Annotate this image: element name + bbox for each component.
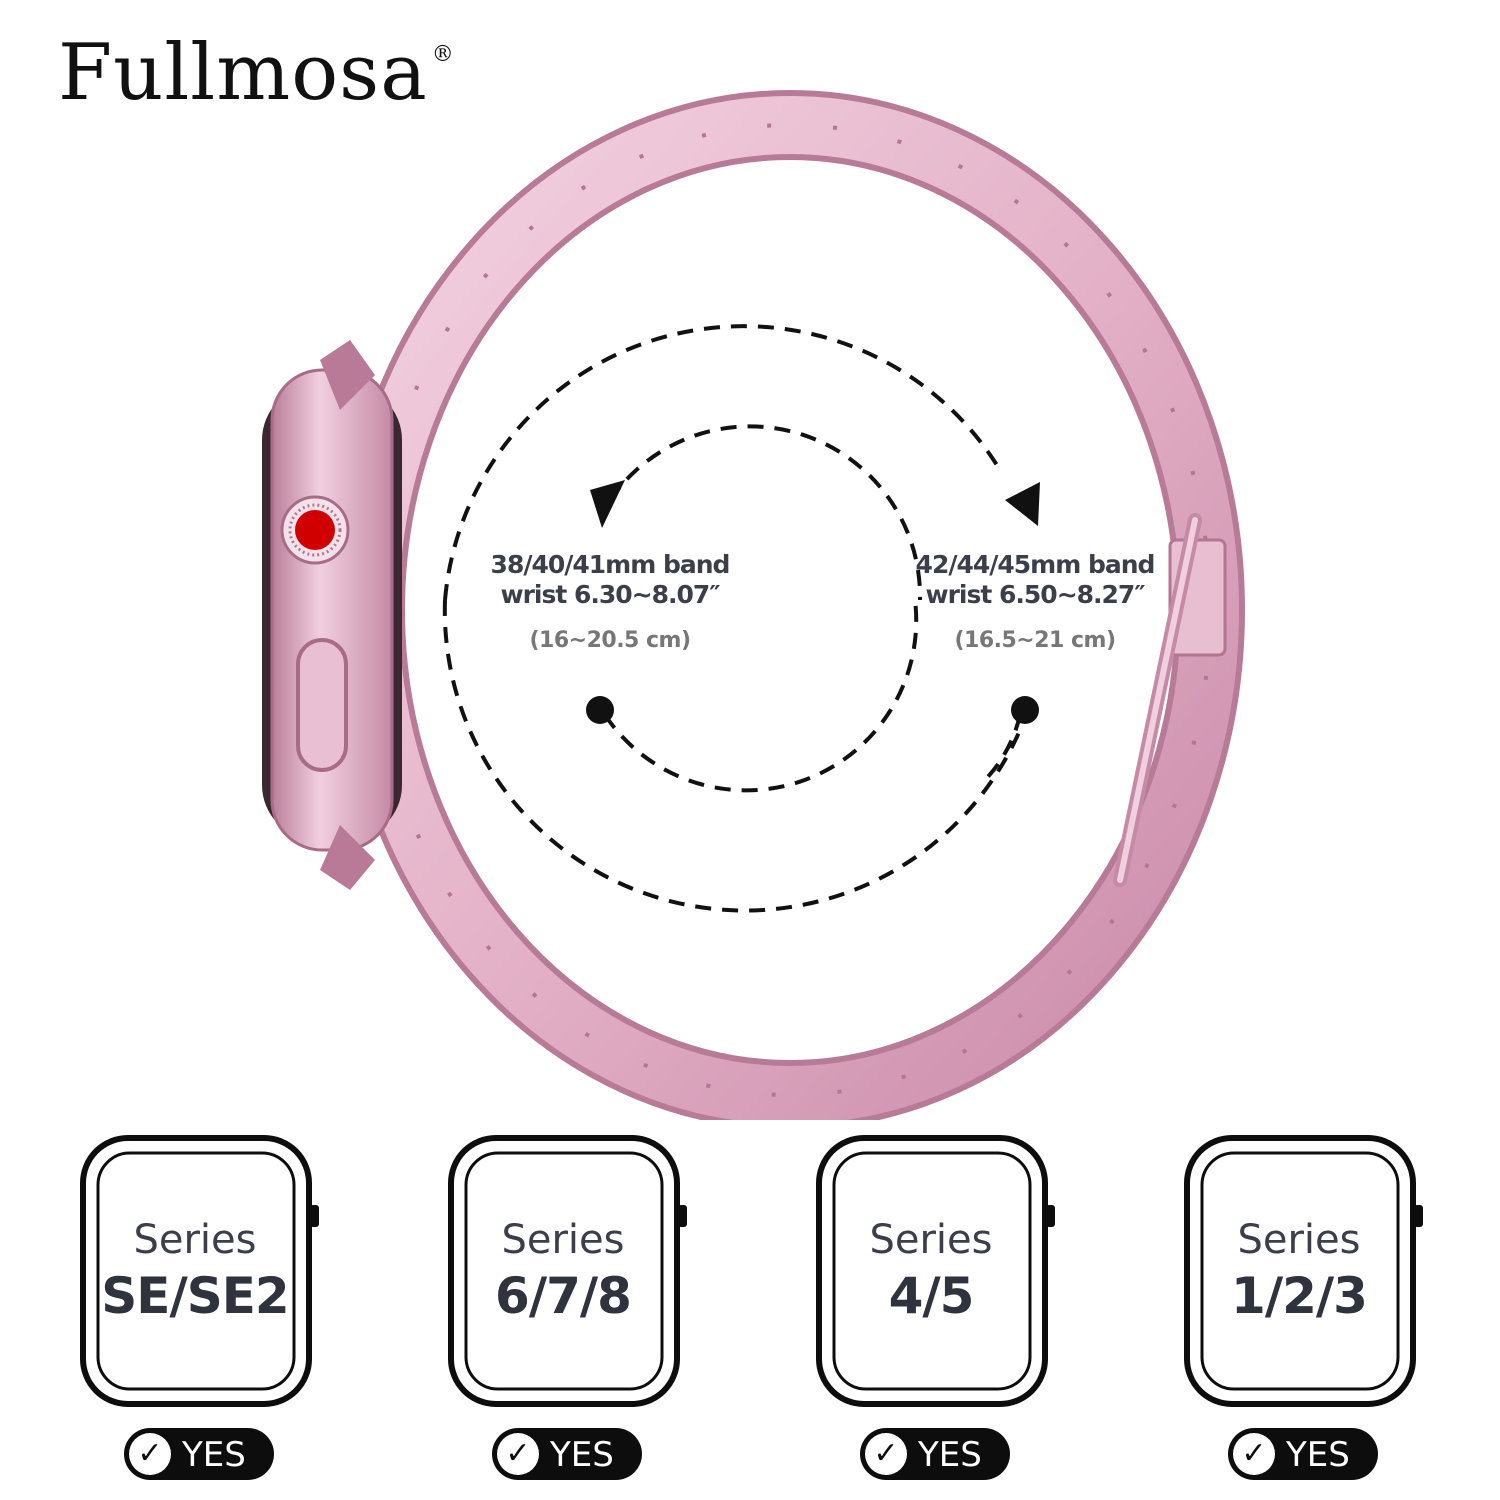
brand-name: Fullmosa (58, 28, 428, 118)
compat-model-label: 6/7/8 (495, 1267, 632, 1325)
check-icon: ✓ (865, 1433, 907, 1475)
size-arrows (442, 324, 1022, 913)
size-large-wrist-in: wrist 6.50~8.27″ (925, 580, 1145, 609)
watch-band-illustration (262, 90, 1245, 1120)
size-large-label: 42/44/45mm band wrist 6.50~8.27″ (16.5~2… (895, 550, 1175, 653)
watch-outline-icon (80, 1135, 319, 1407)
size-small-label: 38/40/41mm band wrist 6.30~8.07″ (16~20.… (470, 550, 750, 653)
size-small-wrist-cm: (16~20.5 cm) (529, 628, 691, 653)
compat-watch-45: Series 4/5 (816, 1135, 1056, 1410)
compat-model-label: 1/2/3 (1231, 1267, 1368, 1325)
yes-label: YES (918, 1435, 982, 1475)
watch-outline-icon (1184, 1135, 1423, 1407)
yes-label: YES (1286, 1435, 1350, 1475)
yes-label: YES (182, 1435, 246, 1475)
yes-label: YES (550, 1435, 614, 1475)
watch-case (262, 340, 402, 890)
compat-model-label: SE/SE2 (101, 1267, 289, 1325)
compat-series-label: Series (133, 1217, 257, 1263)
yes-badge: ✓ YES (1228, 1428, 1378, 1480)
check-icon: ✓ (1233, 1433, 1275, 1475)
compat-series-label: Series (869, 1217, 993, 1263)
check-icon: ✓ (497, 1433, 539, 1475)
size-small-wrist-in: wrist 6.30~8.07″ (500, 580, 720, 609)
clasp (1113, 513, 1227, 887)
watch-outline-icon (448, 1135, 687, 1407)
registered-mark: ® (431, 42, 455, 67)
compat-watch-678: Series 6/7/8 (448, 1135, 688, 1410)
compat-series-label: Series (501, 1217, 625, 1263)
compat-watch-123: Series 1/2/3 (1184, 1135, 1424, 1410)
compat-model-label: 4/5 (888, 1267, 975, 1325)
size-small-band: 38/40/41mm band (490, 550, 731, 579)
yes-badge: ✓ YES (860, 1428, 1010, 1480)
arrow-heads (586, 480, 1040, 724)
check-icon: ✓ (129, 1433, 171, 1475)
size-large-band: 42/44/45mm band (915, 550, 1156, 579)
yes-badge: ✓ YES (492, 1428, 642, 1480)
size-large-wrist-cm: (16.5~21 cm) (954, 628, 1116, 653)
compat-watch-se: Series SE/SE2 (80, 1135, 320, 1410)
brand-logo: Fullmosa® (58, 28, 455, 118)
watch-outline-icon (816, 1135, 1055, 1407)
yes-badge: ✓ YES (124, 1428, 274, 1480)
compat-series-label: Series (1237, 1217, 1361, 1263)
